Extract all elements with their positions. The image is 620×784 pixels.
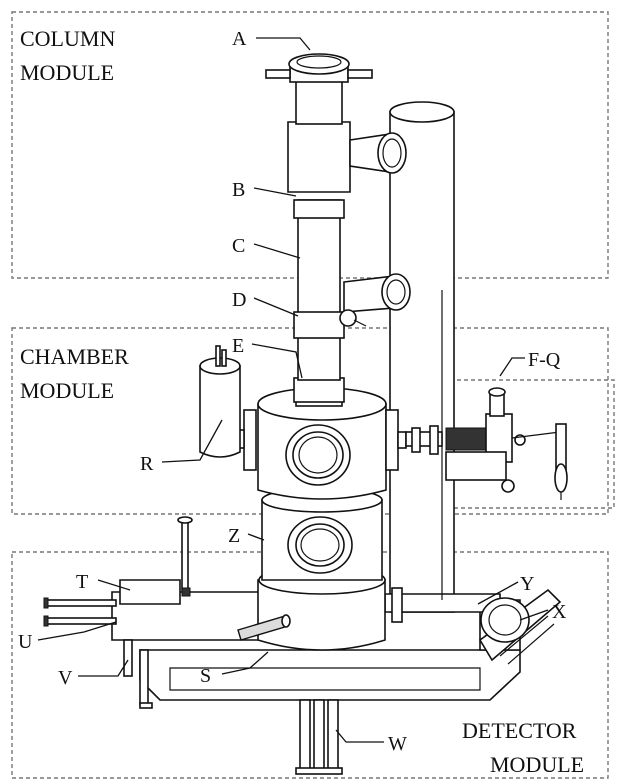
label-b: B <box>232 179 245 201</box>
label-t: T <box>76 571 88 593</box>
label-s: S <box>200 665 211 687</box>
translation-rail <box>384 587 530 643</box>
label-y: Y <box>520 573 534 595</box>
column-module-label-1: COLUMN <box>20 26 115 51</box>
fq-manipulator <box>405 387 568 500</box>
label-fq: F-Q <box>528 349 561 371</box>
label-z: Z <box>228 525 240 547</box>
label-e: E <box>232 335 244 357</box>
label-v: V <box>58 667 73 689</box>
chamber-module-label-2: MODULE <box>20 378 114 403</box>
column-module-box <box>11 11 609 279</box>
column-side-ports <box>339 132 411 327</box>
detector-module-label-2: MODULE <box>490 752 584 777</box>
label-c: C <box>232 235 245 257</box>
label-a: A <box>232 28 247 50</box>
column-tube <box>265 53 373 407</box>
detector-module-label-1: DETECTOR <box>462 718 577 743</box>
apparatus-drawing <box>43 53 568 775</box>
leader-lines <box>37 37 549 743</box>
chamber-module-label-1: CHAMBER <box>20 344 129 369</box>
support-legs <box>139 649 343 775</box>
label-r: R <box>140 453 154 475</box>
r-cylinder <box>199 345 241 458</box>
z-chamber <box>261 487 383 581</box>
main-chamber <box>235 387 407 500</box>
label-u: U <box>18 631 33 653</box>
label-d: D <box>232 289 246 311</box>
label-w: W <box>388 733 407 755</box>
label-x: X <box>552 601 567 623</box>
support-pillar <box>389 101 455 613</box>
column-module-label-2: MODULE <box>20 60 114 85</box>
